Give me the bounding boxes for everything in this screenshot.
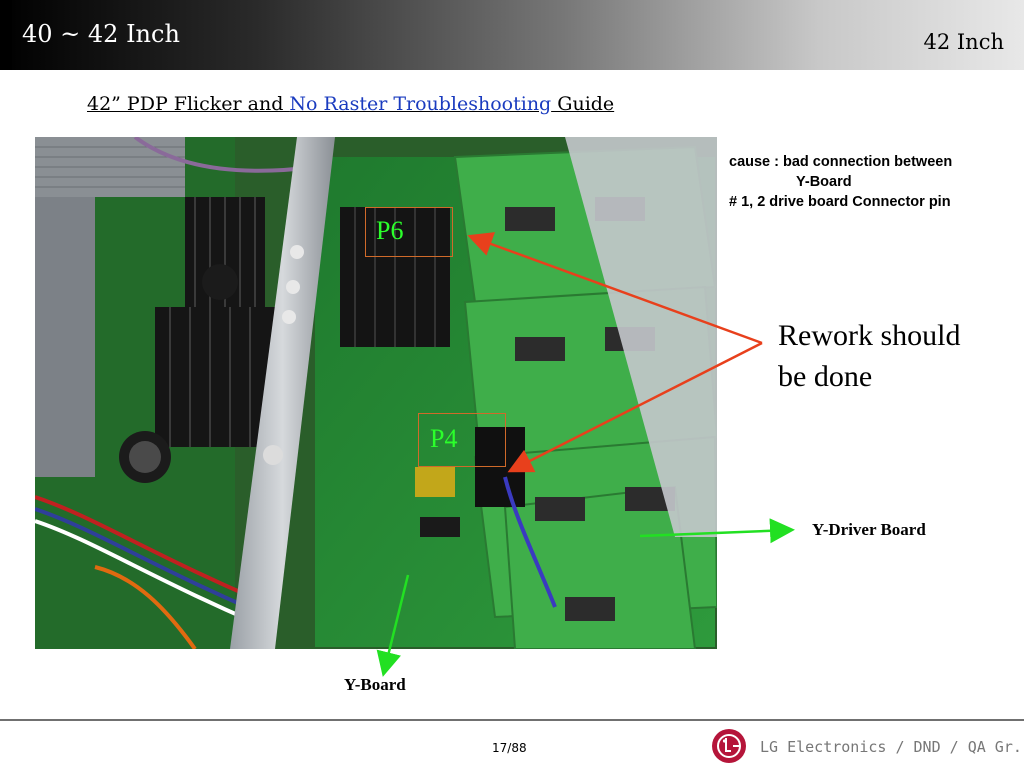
page-number: 17/88: [492, 741, 527, 755]
rework-callout: Rework should be done: [778, 315, 961, 397]
cause-line-1: cause : bad connection between: [729, 154, 953, 170]
rework-line-2: be done: [778, 360, 873, 393]
cause-line-2: Y-Board: [796, 174, 852, 190]
y-board-label: Y-Board: [344, 675, 406, 694]
header-title: 40 ~ 42 Inch: [22, 20, 180, 48]
cause-note: cause : bad connection between Y-Board #…: [729, 152, 952, 212]
company-footer: LG Electronics / DND / QA Gr.: [760, 738, 1022, 756]
y-driver-board-label: Y-Driver Board: [812, 520, 926, 539]
footer-divider: [0, 719, 1024, 721]
header-model-label: 42 Inch: [923, 30, 1004, 54]
slide-header: 40 ~ 42 Inch 42 Inch: [0, 0, 1024, 70]
cause-line-3: # 1, 2 drive board Connector pin: [729, 194, 951, 210]
lg-logo-icon: [712, 729, 746, 763]
p4-connector-label: P4: [430, 424, 458, 453]
p6-highlight-box: [365, 207, 453, 257]
slide-heading: 42” PDP Flicker and No Raster Troublesho…: [87, 93, 614, 115]
rework-line-1: Rework should: [778, 319, 961, 352]
heading-text-start: 42” PDP Flicker and: [87, 93, 290, 115]
heading-highlight: No Raster Troubleshooting: [289, 93, 552, 115]
p4-highlight-box: [418, 413, 506, 467]
heading-text-end: Guide: [551, 93, 615, 115]
header-accent-bar: [0, 0, 12, 70]
p6-connector-label: P6: [376, 216, 404, 245]
